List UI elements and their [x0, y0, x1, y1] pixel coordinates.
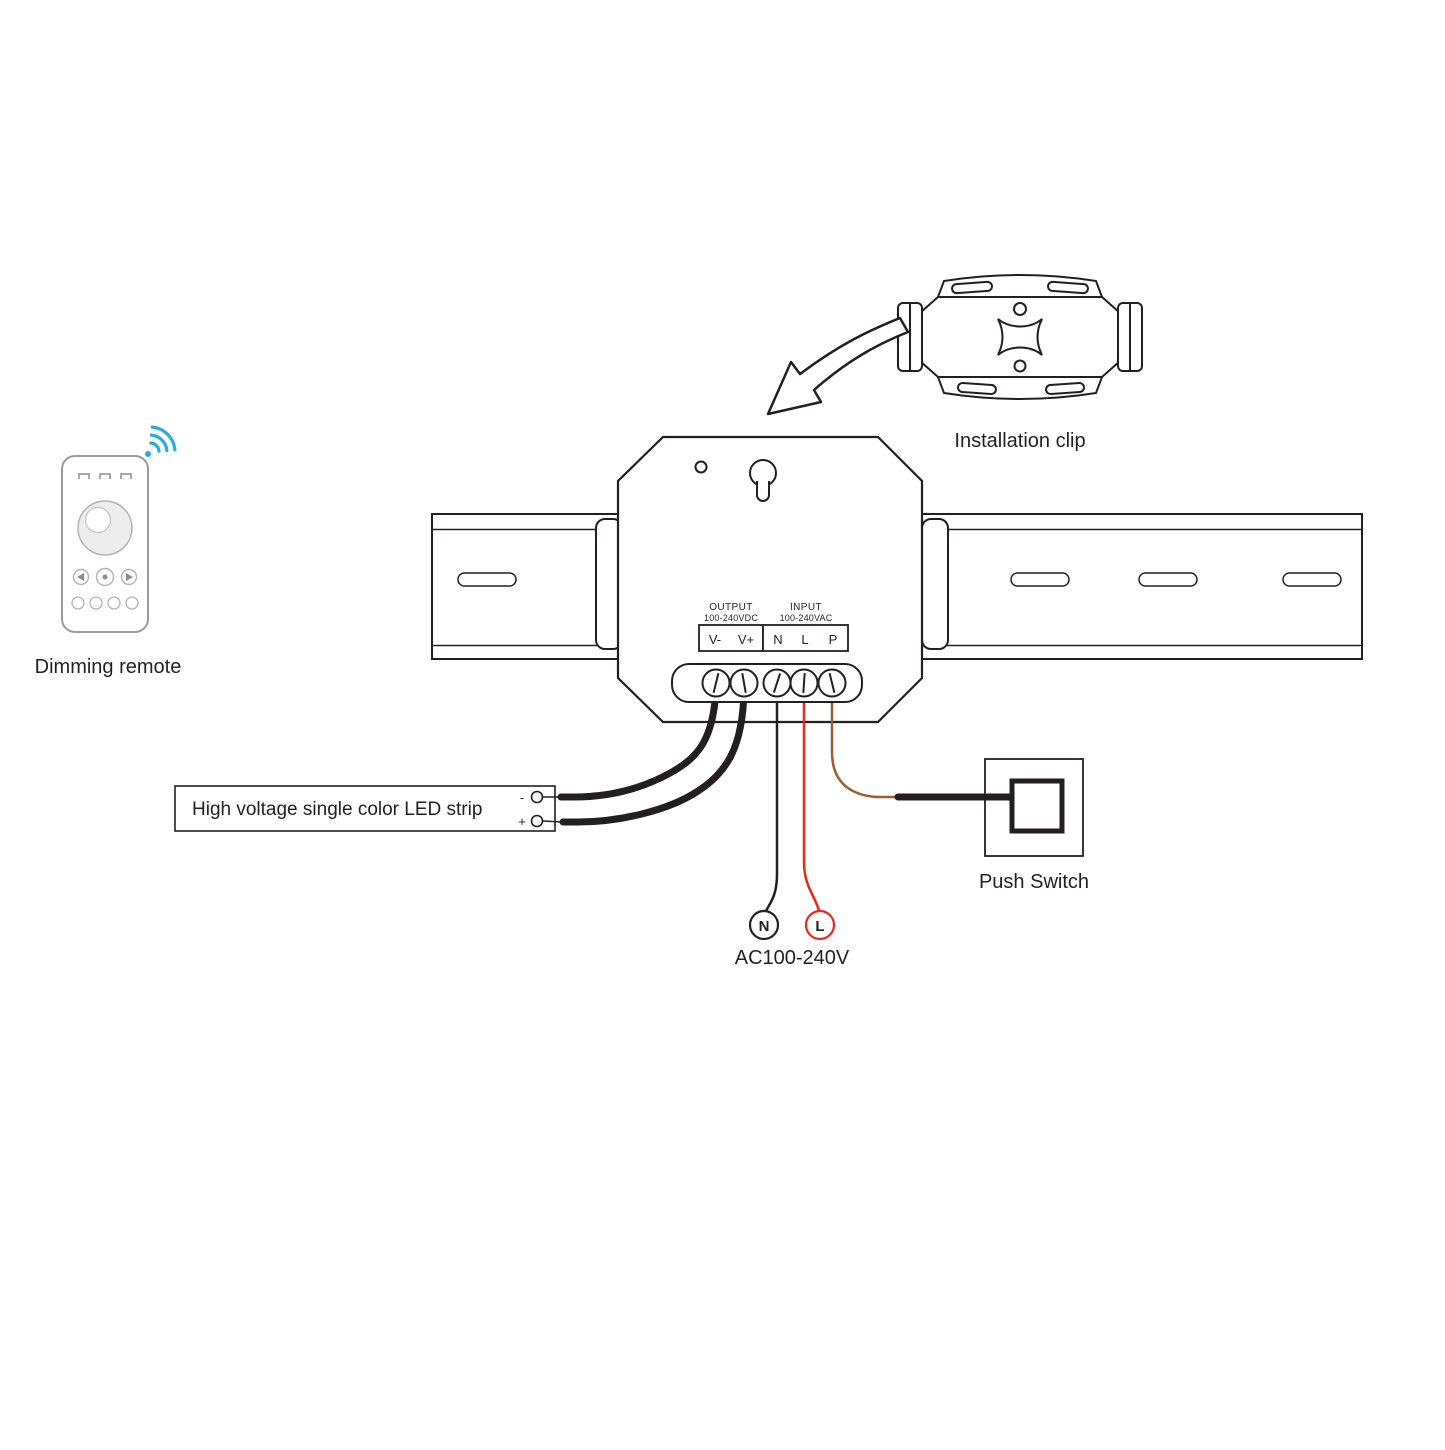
- output-voltage: 100-240VDC: [704, 613, 758, 623]
- led-strip-label: High voltage single color LED strip: [192, 799, 482, 820]
- remote-zone-icon: [99, 473, 111, 479]
- screw-slots: [712, 672, 836, 694]
- led-indicator-icon: [694, 460, 708, 474]
- clip-bottom-band: [937, 376, 1103, 400]
- wire-v-minus: [557, 686, 720, 801]
- push-switch-button: [1009, 778, 1065, 834]
- remote-top-icons: [78, 473, 132, 479]
- strip-lead-plus: [542, 820, 563, 823]
- remote-small-button: [71, 596, 85, 610]
- terminal-block: [671, 663, 863, 703]
- chevron-right-icon: [126, 573, 133, 581]
- terminal-p: P: [829, 632, 838, 647]
- remote-bottom-buttons: [71, 596, 139, 610]
- wire-live: [802, 688, 821, 913]
- strip-minus-sign: -: [520, 790, 524, 805]
- wave-small: [149, 441, 161, 453]
- terminal-v-minus: V-: [709, 632, 721, 647]
- wave-large: [150, 425, 177, 452]
- clip-top-slot: [951, 280, 993, 295]
- ac-input-label: AC100-240V: [735, 947, 850, 969]
- led-strip-box: [174, 785, 556, 832]
- screw-slot: [802, 672, 806, 694]
- mains-live-node: [804, 909, 836, 941]
- terminal-l: L: [801, 632, 808, 647]
- terminal-screws: [701, 668, 847, 698]
- remote-small-button: [89, 596, 103, 610]
- mains-neutral-node: [748, 909, 780, 941]
- led-strip: High voltage single color LED strip - +: [174, 785, 563, 832]
- clip-top-band: [937, 274, 1103, 298]
- dimming-remote: [61, 425, 177, 633]
- controller-module: OUTPUT 100-240VDC INPUT 100-240VAC V- V+…: [616, 435, 924, 724]
- strip-terminal-plus: [530, 814, 544, 828]
- screw-slot: [741, 672, 747, 694]
- wiring: [557, 686, 1015, 913]
- power-dot-icon: [102, 574, 108, 580]
- input-terminal-box: [762, 624, 849, 652]
- strip-plus-sign: +: [518, 814, 526, 829]
- clip-bottom-slot: [1045, 381, 1085, 396]
- push-switch: [984, 758, 1084, 857]
- din-rail-slot: [1282, 572, 1342, 587]
- screw-slot: [712, 673, 720, 693]
- chevron-left-icon: [77, 573, 84, 581]
- input-title: INPUT: [790, 602, 822, 613]
- terminal-v-plus: V+: [738, 632, 754, 647]
- din-rail-slot: [457, 572, 517, 587]
- din-rail-slot: [1010, 572, 1070, 587]
- wireless-waves-icon: [149, 425, 177, 453]
- wire-push: [830, 688, 902, 799]
- installation-clip-label: Installation clip: [954, 430, 1085, 452]
- remote-dial-knob: [84, 506, 112, 534]
- mains-live-label: L: [815, 918, 824, 935]
- mains-terminals: N L AC100-240V: [735, 909, 850, 969]
- remote-small-button: [125, 596, 139, 610]
- clip-top-slot: [1047, 280, 1089, 295]
- wire-neutral: [764, 688, 779, 913]
- keyhole-slot-icon: [756, 481, 770, 502]
- pointer-arrow-icon: [766, 316, 910, 416]
- remote-zone-icon: [120, 473, 132, 479]
- input-voltage: 100-240VAC: [780, 613, 833, 623]
- remote-small-button: [107, 596, 121, 610]
- terminal-n: N: [773, 632, 782, 647]
- wave-medium: [149, 433, 169, 453]
- remote-zone-icon: [78, 473, 90, 479]
- clip-bottom-hole: [1013, 359, 1027, 373]
- remote-mid-buttons: [72, 567, 138, 587]
- dimming-remote-label: Dimming remote: [35, 656, 182, 678]
- clip-bottom-slot: [957, 381, 997, 396]
- controller-mount-wing-right: [921, 518, 949, 650]
- output-terminal-box: [698, 624, 764, 652]
- push-switch-label: Push Switch: [979, 871, 1089, 893]
- clip-top-hole: [1013, 302, 1027, 316]
- screw-slot: [828, 673, 836, 693]
- din-rail-slot: [1138, 572, 1198, 587]
- wire-v-plus: [559, 686, 748, 826]
- output-title: OUTPUT: [709, 602, 753, 613]
- clip-center-cutout: [997, 318, 1043, 356]
- strip-terminal-minus: [530, 790, 544, 804]
- mains-neutral-label: N: [759, 918, 770, 935]
- screw-slot: [772, 673, 782, 693]
- wave-dot: [145, 451, 151, 457]
- installation-clip: [897, 274, 1143, 400]
